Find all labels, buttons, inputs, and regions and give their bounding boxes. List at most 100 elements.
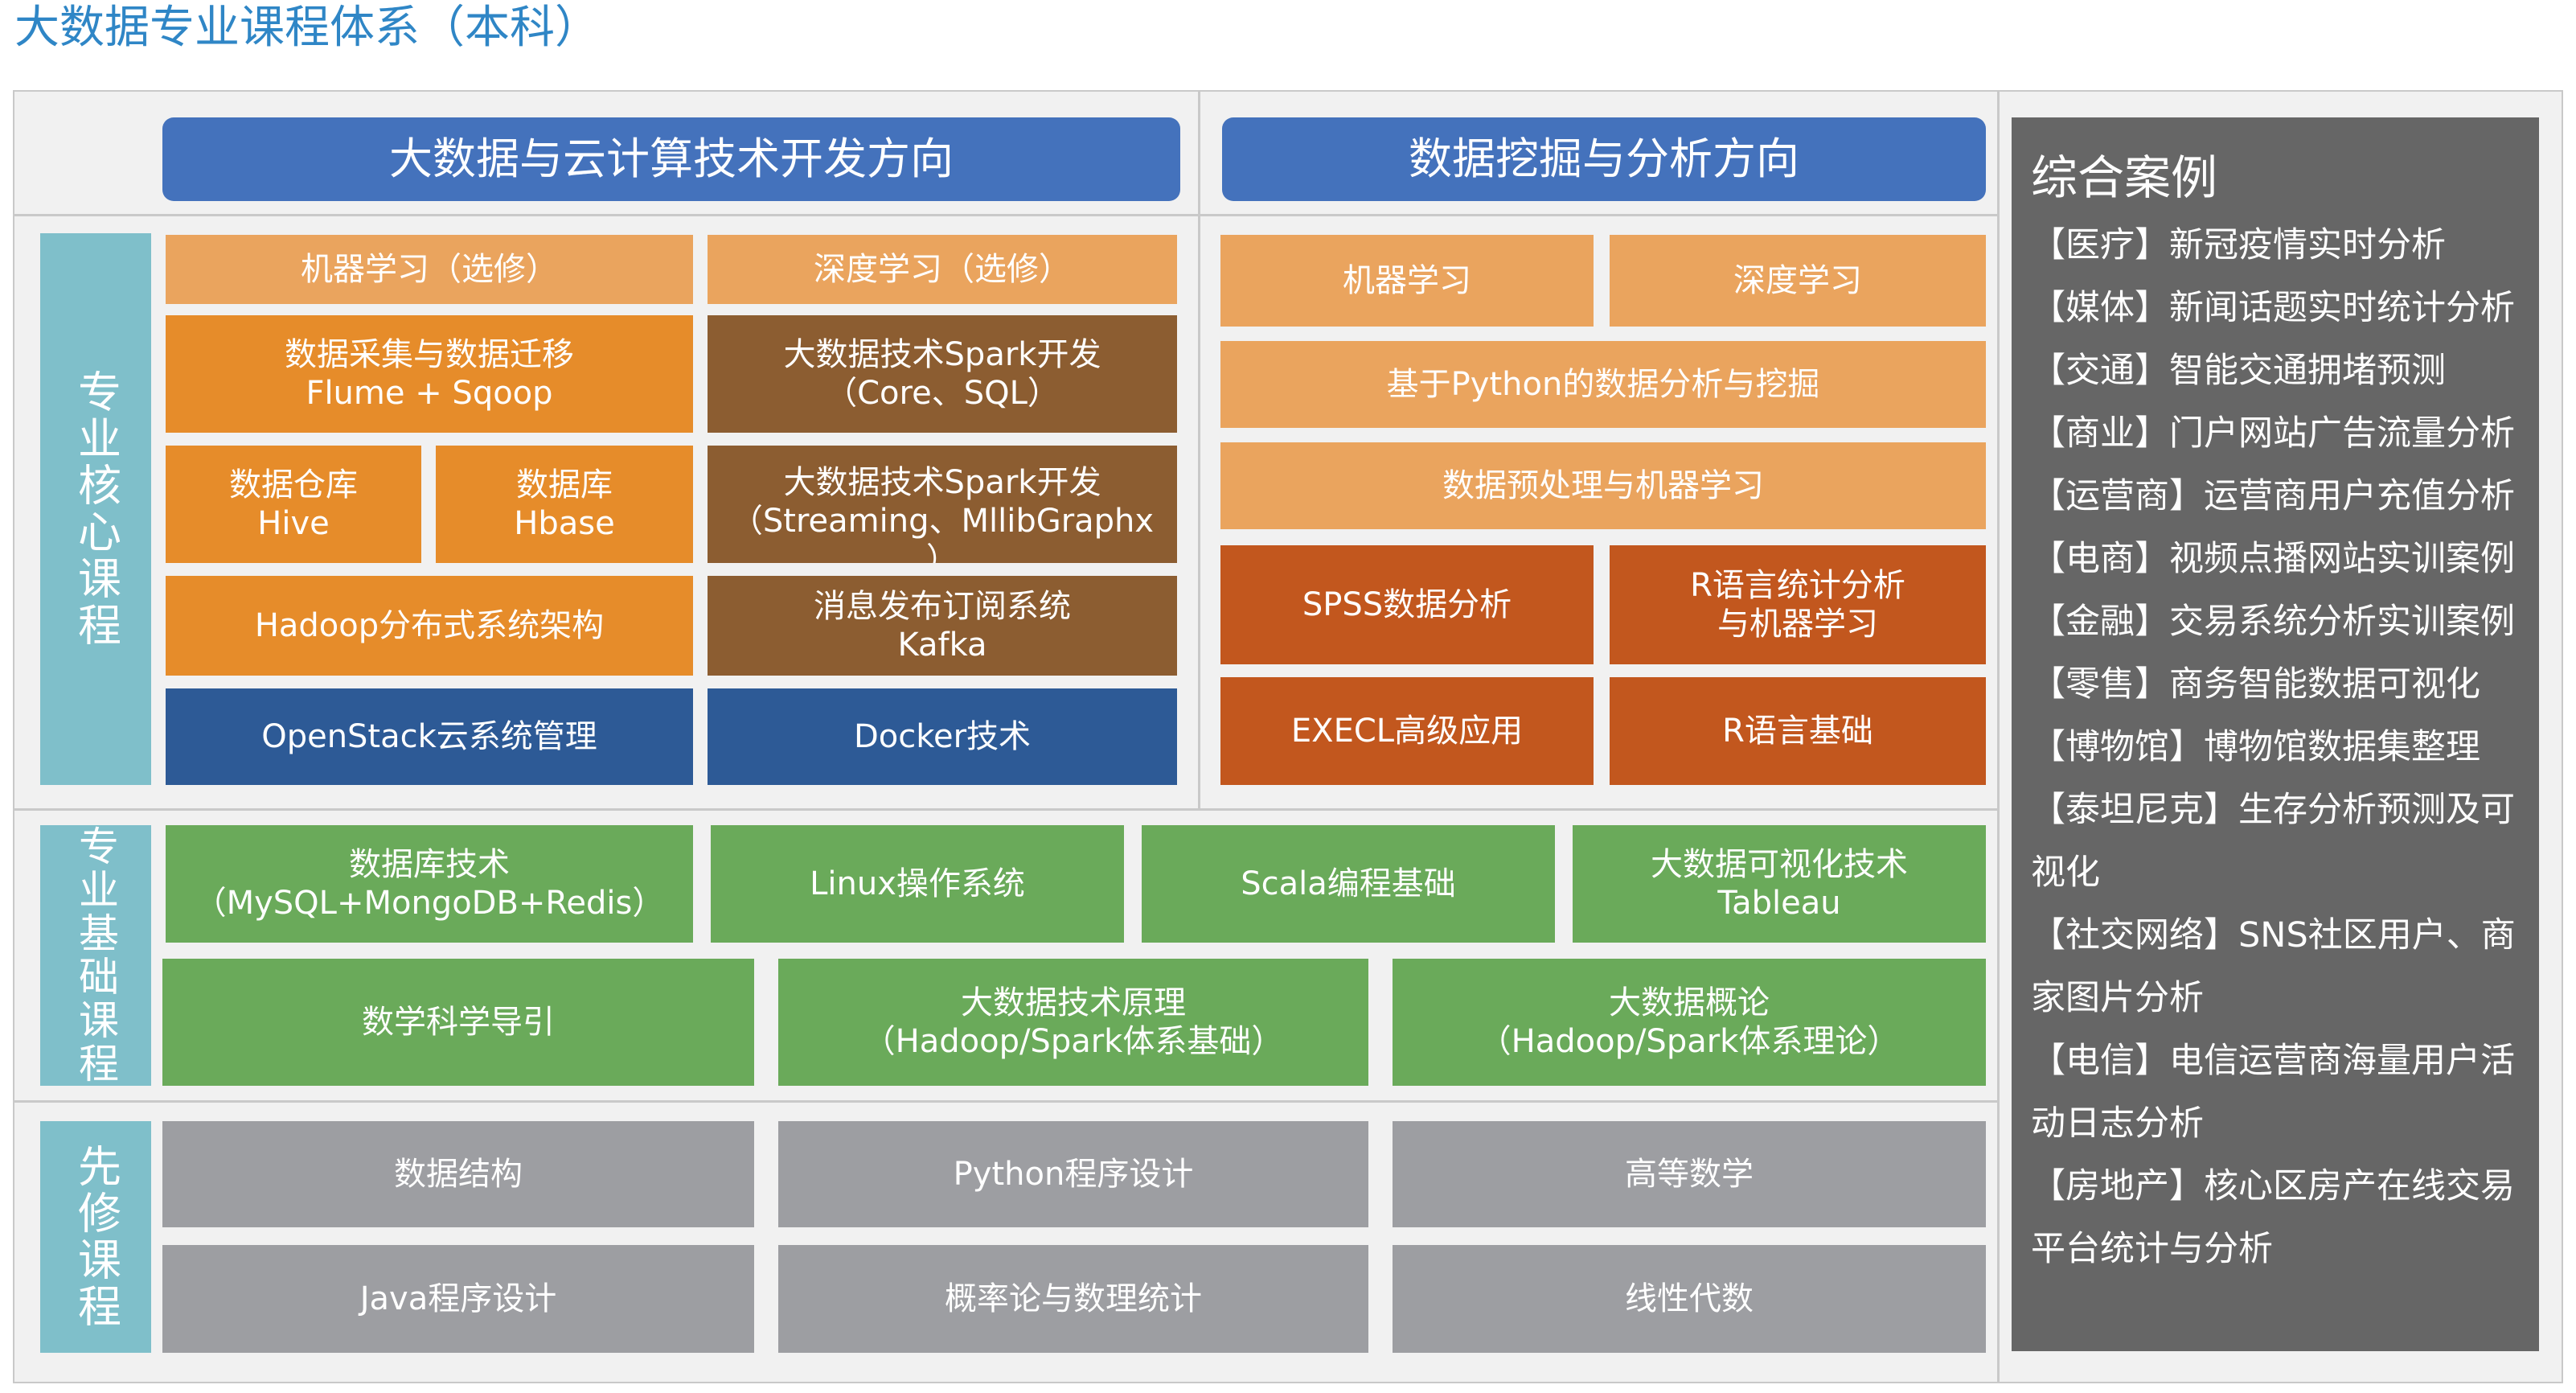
case-item: 【社交网络】SNS社区用户、商家图片分析 <box>2031 915 2516 1018</box>
course-dl-elective: 深度学习（选修） <box>708 235 1177 304</box>
course-ml: 机器学习 <box>1220 235 1594 327</box>
case-item: 【电商】视频点播网站实训案例 <box>2031 539 2515 579</box>
course-sublabel: 与机器学习 <box>1717 606 1878 643</box>
course-label: 大数据可视化技术 <box>1651 846 1908 883</box>
course-sublabel: （Core、SQL） <box>825 375 1060 412</box>
course-data-ingest: 数据采集与数据迁移 Flume + Sqoop <box>166 315 693 433</box>
course-label: 数据仓库 <box>229 466 358 503</box>
case-item: 【交通】智能交通拥堵预测 <box>2031 351 2446 391</box>
cases-panel: 综合案例 【医疗】新冠疫情实时分析 【媒体】新闻话题实时统计分析 【交通】智能交… <box>2012 117 2539 1351</box>
course-label: 大数据技术Spark开发 <box>783 464 1101 501</box>
course-label: 数据采集与数据迁移 <box>285 336 574 373</box>
direction-header-cloud: 大数据与云计算技术开发方向 <box>162 117 1180 201</box>
course-data-science-intro: 数学科学导引 <box>162 959 754 1086</box>
case-item: 【博物馆】博物馆数据集整理 <box>2031 727 2480 767</box>
course-probability-statistics: 概率论与数理统计 <box>778 1245 1368 1353</box>
course-sublabel: （Hadoop/Spark体系基础） <box>863 1023 1284 1060</box>
category-label-text: 专业基础课程 <box>72 825 119 1086</box>
case-item: 【零售】商务智能数据可视化 <box>2031 664 2480 705</box>
course-r-basic: R语言基础 <box>1610 677 1986 785</box>
course-data-structures: 数据结构 <box>162 1121 754 1227</box>
course-label: OpenStack云系统管理 <box>261 718 597 755</box>
course-label: 基于Python的数据分析与挖掘 <box>1386 366 1820 403</box>
direction-label: 大数据与云计算技术开发方向 <box>389 133 954 184</box>
course-label: Linux操作系统 <box>810 865 1025 902</box>
course-sublabel: （MySQL+MongoDB+Redis） <box>194 885 665 922</box>
course-excel: EXECL高级应用 <box>1220 677 1594 785</box>
category-label-text: 专业核心课程 <box>70 369 121 649</box>
category-label-prereq: 先修课程 <box>40 1121 151 1353</box>
case-item: 【媒体】新闻话题实时统计分析 <box>2031 288 2515 328</box>
course-sublabel: Tableau <box>1717 885 1841 922</box>
course-label: 数据库 <box>516 466 613 503</box>
course-label: 数据预处理与机器学习 <box>1442 467 1764 504</box>
case-item: 【电信】电信运营商海量用户活动日志分析 <box>2031 1041 2515 1144</box>
course-label: 概率论与数理统计 <box>945 1280 1202 1317</box>
page-title: 大数据专业课程体系（本科） <box>14 2 600 54</box>
course-label: 数据结构 <box>394 1156 523 1193</box>
course-label: 机器学习（选修） <box>301 251 558 288</box>
course-ml-elective: 机器学习（选修） <box>166 235 693 304</box>
course-label: EXECL高级应用 <box>1290 713 1524 750</box>
course-bigdata-overview: 大数据概论 （Hadoop/Spark体系理论） <box>1393 959 1986 1086</box>
course-python-mining: 基于Python的数据分析与挖掘 <box>1220 341 1986 428</box>
course-sublabel: ） <box>926 541 958 563</box>
course-database-tech: 数据库技术 （MySQL+MongoDB+Redis） <box>166 825 693 943</box>
course-hbase: 数据库 Hbase <box>436 446 693 563</box>
course-tableau: 大数据可视化技术 Tableau <box>1573 825 1986 943</box>
course-preprocess: 数据预处理与机器学习 <box>1220 442 1986 529</box>
course-label: 数据库技术 <box>349 846 510 883</box>
course-label: 大数据技术Spark开发 <box>783 336 1101 373</box>
course-spark-core: 大数据技术Spark开发 （Core、SQL） <box>708 315 1177 433</box>
case-list: 【医疗】新冠疫情实时分析 【媒体】新闻话题实时统计分析 【交通】智能交通拥堵预测… <box>2031 214 2521 1280</box>
case-item: 【商业】门户网站广告流量分析 <box>2031 413 2515 454</box>
course-sublabel: Hive <box>257 505 330 542</box>
case-item: 【房地产】核心区房产在线交易平台统计与分析 <box>2031 1166 2515 1269</box>
course-label: Docker技术 <box>853 718 1032 755</box>
case-item: 【运营商】运营商用户充值分析 <box>2031 476 2515 516</box>
cases-title: 综合案例 <box>2031 150 2218 205</box>
course-label: Scala编程基础 <box>1241 865 1456 902</box>
divider <box>13 808 1999 811</box>
course-openstack: OpenStack云系统管理 <box>166 688 693 785</box>
case-item: 【金融】交易系统分析实训案例 <box>2031 602 2515 642</box>
course-label: Java程序设计 <box>359 1280 557 1317</box>
category-label-core: 专业核心课程 <box>40 233 151 785</box>
course-label: 机器学习 <box>1343 262 1471 299</box>
course-label: 线性代数 <box>1625 1280 1754 1317</box>
course-label: Hadoop分布式系统架构 <box>254 607 605 644</box>
course-linear-algebra: 线性代数 <box>1393 1245 1986 1353</box>
course-sublabel: （Streaming、MllibGraphx <box>730 503 1155 540</box>
course-label: SPSS数据分析 <box>1302 586 1512 623</box>
course-calculus: 高等数学 <box>1393 1121 1986 1227</box>
case-item: 【医疗】新冠疫情实时分析 <box>2031 225 2446 265</box>
course-kafka: 消息发布订阅系统 Kafka <box>708 576 1177 676</box>
course-label: 大数据技术原理 <box>961 984 1186 1021</box>
course-label: 大数据概论 <box>1609 984 1770 1021</box>
course-label: 深度学习（选修） <box>814 251 1071 288</box>
category-label-text: 先修课程 <box>70 1144 121 1330</box>
direction-header-mining: 数据挖掘与分析方向 <box>1222 117 1986 201</box>
course-spark-streaming: 大数据技术Spark开发 （Streaming、MllibGraphx ） <box>708 446 1177 563</box>
direction-label: 数据挖掘与分析方向 <box>1409 133 1799 184</box>
course-label: 高等数学 <box>1625 1156 1754 1193</box>
course-label: 数学科学导引 <box>362 1004 555 1041</box>
course-sublabel: Kafka <box>897 627 987 664</box>
course-hive: 数据仓库 Hive <box>166 446 421 563</box>
course-linux: Linux操作系统 <box>711 825 1124 943</box>
course-java-programming: Java程序设计 <box>162 1245 754 1353</box>
course-docker: Docker技术 <box>708 688 1177 785</box>
divider <box>1997 90 2000 1383</box>
course-label: Python程序设计 <box>953 1156 1194 1193</box>
course-hadoop: Hadoop分布式系统架构 <box>166 576 693 676</box>
course-python-programming: Python程序设计 <box>778 1121 1368 1227</box>
course-label: R语言统计分析 <box>1690 567 1905 604</box>
course-spss: SPSS数据分析 <box>1220 545 1594 664</box>
course-sublabel: （Hadoop/Spark体系理论） <box>1479 1023 1900 1060</box>
course-label: 消息发布订阅系统 <box>814 588 1071 625</box>
divider <box>13 1100 1999 1103</box>
course-r-stats: R语言统计分析 与机器学习 <box>1610 545 1986 664</box>
divider <box>13 214 1999 216</box>
course-label: 深度学习 <box>1733 262 1862 299</box>
divider <box>1198 90 1200 808</box>
